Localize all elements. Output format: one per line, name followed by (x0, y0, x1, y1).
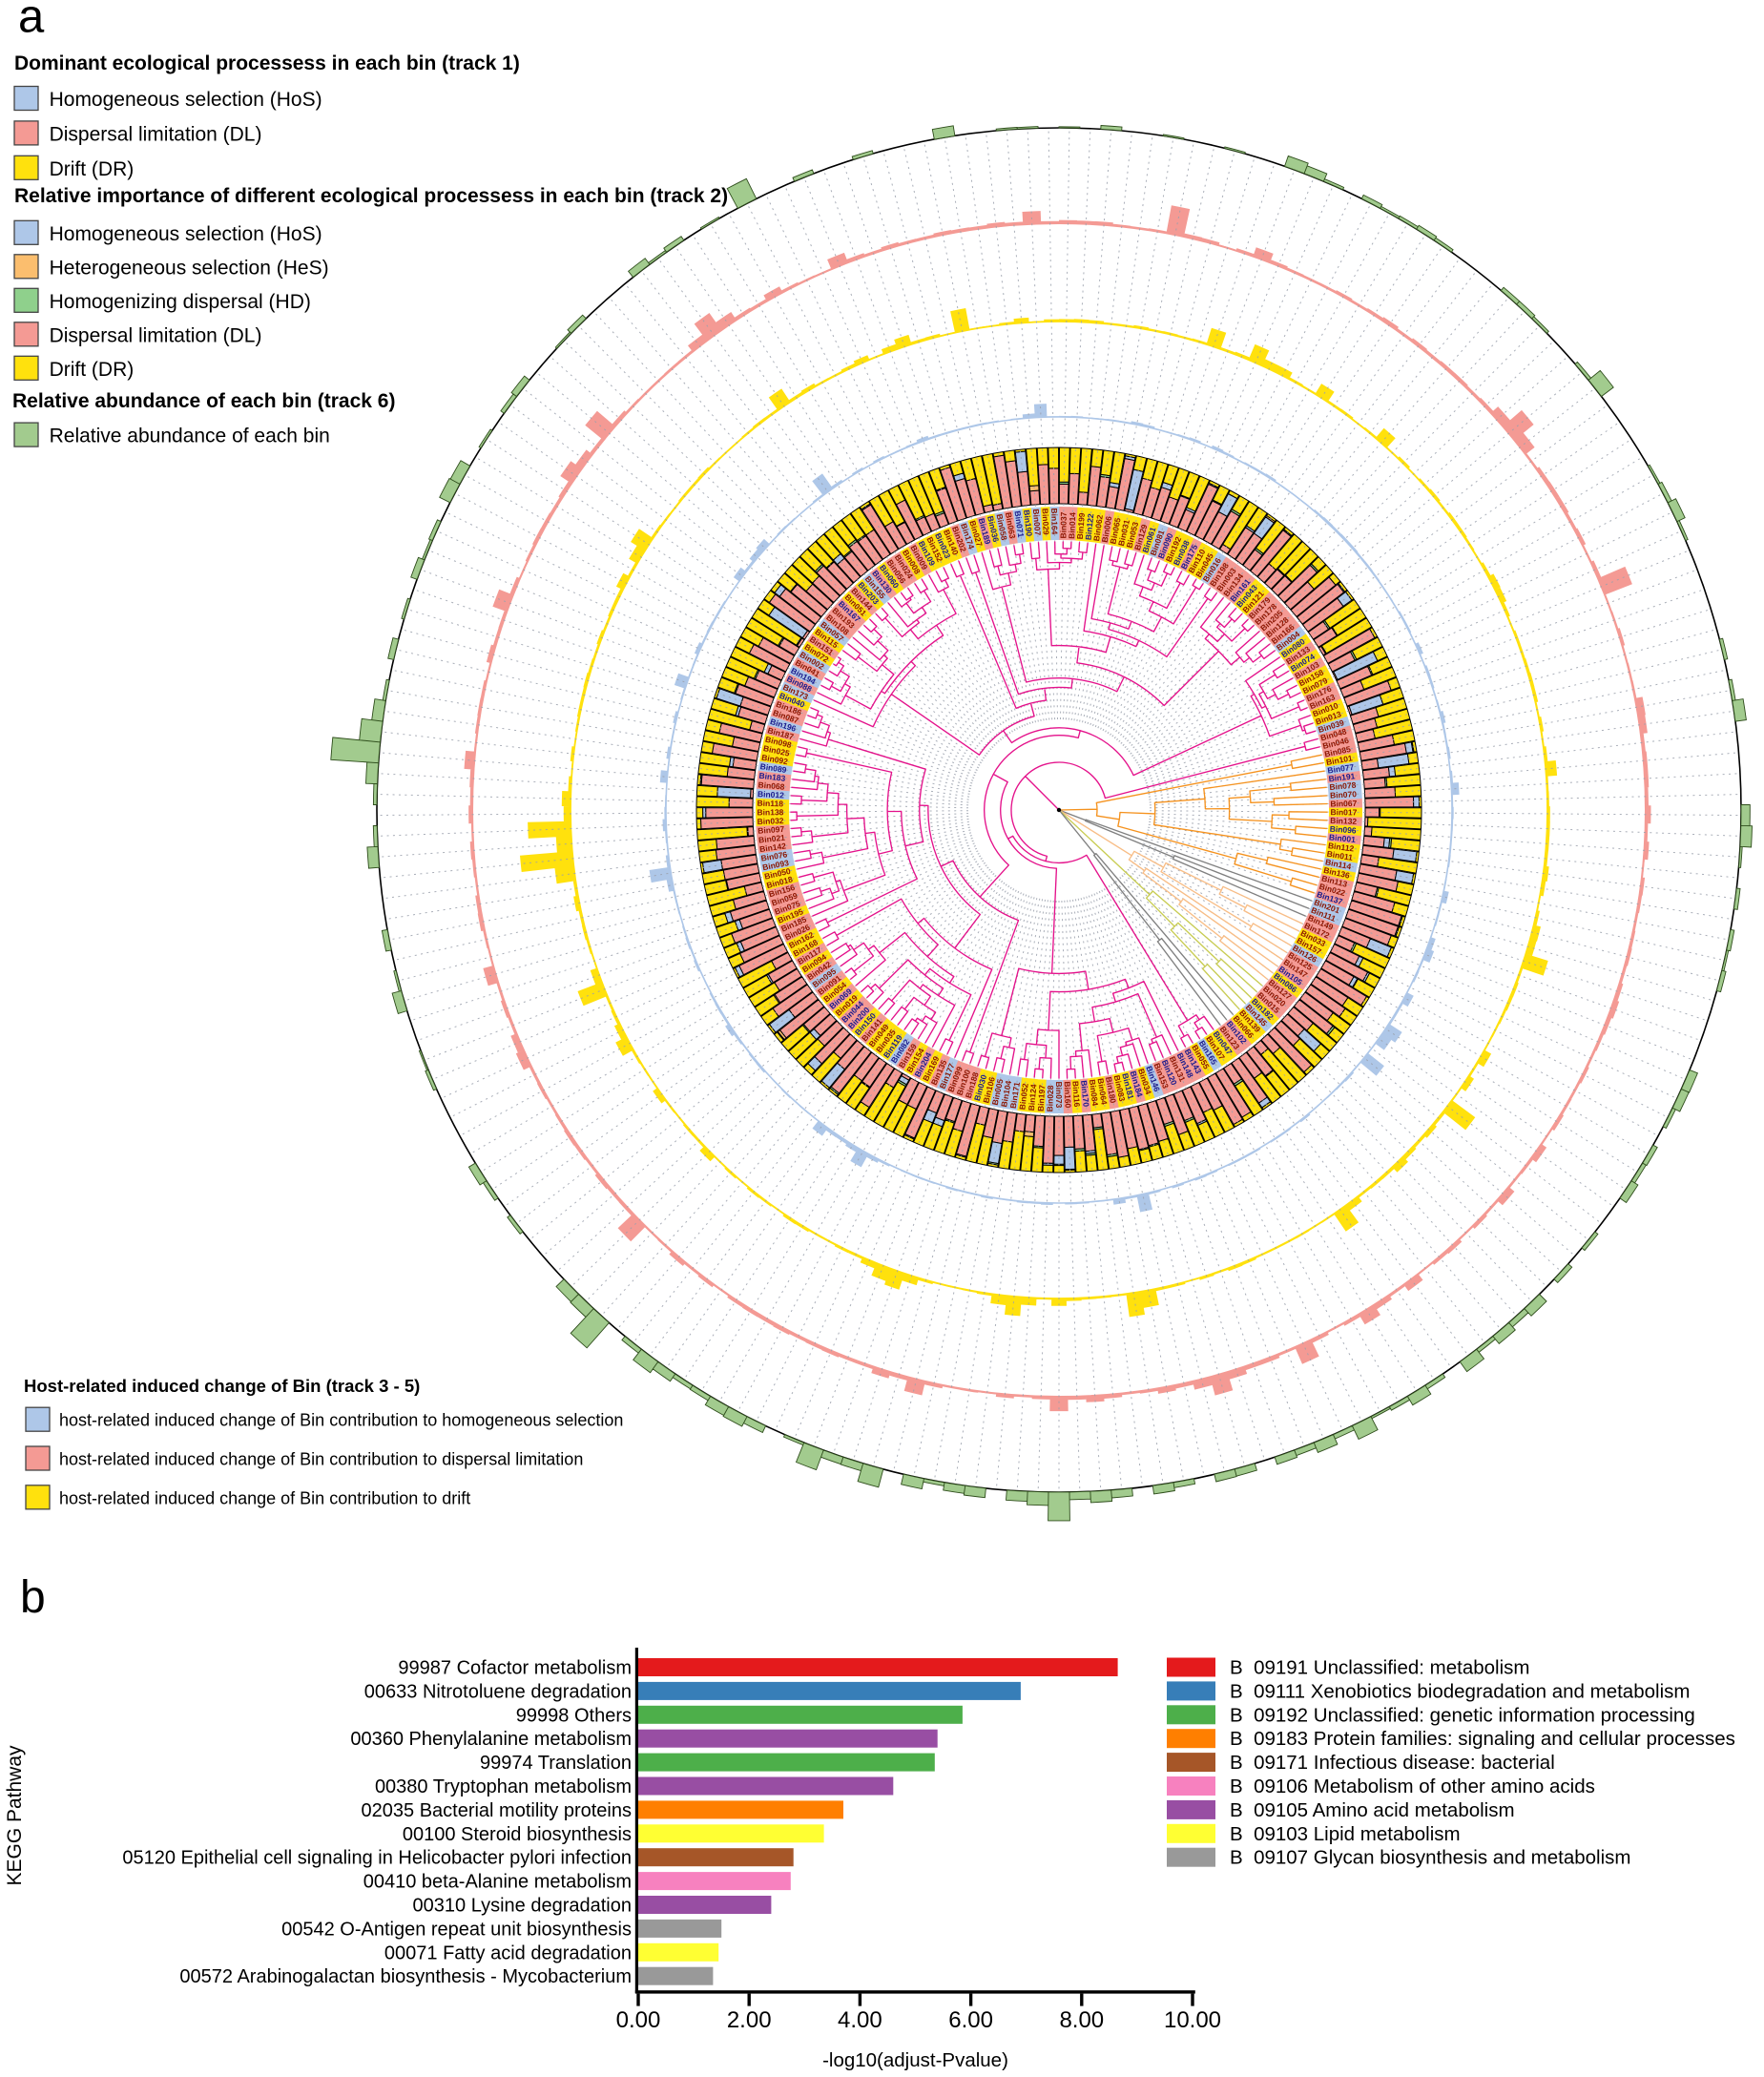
svg-text:Homogenizing dispersal (HD): Homogenizing dispersal (HD) (50, 291, 311, 313)
svg-text:Bin014: Bin014 (1067, 511, 1077, 539)
svg-text:00572 Arabinogalactan biosynth: 00572 Arabinogalactan biosynthesis - Myc… (179, 1966, 632, 1987)
svg-text:Bin037: Bin037 (1058, 511, 1068, 538)
svg-text:00410 beta-Alanine metabolism: 00410 beta-Alanine metabolism (363, 1872, 632, 1893)
svg-text:Bin084: Bin084 (1088, 1079, 1100, 1107)
svg-text:00542 O-Antigen repeat unit bi: 00542 O-Antigen repeat unit biosynthesis (281, 1919, 632, 1940)
svg-text:Bin197: Bin197 (1036, 1085, 1048, 1112)
svg-text:B 09192 Unclassified: genetic: B 09192 Unclassified: genetic informatio… (1230, 1704, 1695, 1726)
svg-text:Bin101: Bin101 (1325, 753, 1353, 767)
svg-text:host-related induced change of: host-related induced change of Bin contr… (59, 1488, 470, 1507)
svg-text:a: a (18, 0, 45, 43)
svg-text:Bin096: Bin096 (1329, 824, 1357, 836)
svg-text:Dominant ecological processess: Dominant ecological processess in each b… (14, 52, 520, 74)
svg-text:Heterogeneous selection (HeS): Heterogeneous selection (HeS) (50, 257, 329, 279)
svg-text:Bin092: Bin092 (761, 753, 789, 767)
svg-text:10.00: 10.00 (1164, 2007, 1221, 2033)
svg-text:host-related induced change of: host-related induced change of Bin contr… (59, 1411, 623, 1430)
svg-text:Drift (DR): Drift (DR) (50, 158, 135, 180)
svg-text:Bin001: Bin001 (1329, 832, 1357, 844)
svg-text:Bin070: Bin070 (1330, 789, 1358, 800)
svg-text:00380 Tryptophan metabolism: 00380 Tryptophan metabolism (375, 1776, 632, 1797)
svg-text:Bin073: Bin073 (1054, 1082, 1064, 1109)
svg-text:00633 Nitrotoluene degradation: 00633 Nitrotoluene degradation (364, 1681, 632, 1702)
svg-text:99974 Translation: 99974 Translation (480, 1753, 632, 1774)
svg-text:Bin142: Bin142 (759, 841, 787, 854)
svg-text:Bin183: Bin183 (758, 771, 786, 783)
svg-text:Dispersal limitation (DL): Dispersal limitation (DL) (50, 324, 262, 346)
svg-text:B 09183 Protein families: sig: B 09183 Protein families: signaling and … (1230, 1728, 1735, 1750)
svg-text:Bin077: Bin077 (1327, 762, 1355, 776)
svg-text:6.00: 6.00 (948, 2007, 993, 2033)
svg-text:Bin012: Bin012 (757, 789, 785, 800)
svg-text:Bin089: Bin089 (759, 761, 787, 775)
svg-text:host-related induced change of: host-related induced change of Bin contr… (59, 1450, 583, 1469)
svg-text:02035 Bacterial motility prote: 02035 Bacterial motility proteins (362, 1800, 632, 1821)
svg-text:Bin190: Bin190 (1022, 509, 1034, 537)
svg-text:00360 Phenylalanine metabolism: 00360 Phenylalanine metabolism (350, 1729, 632, 1750)
svg-text:Bin071: Bin071 (1013, 510, 1027, 538)
svg-text:Bin021: Bin021 (758, 833, 786, 845)
svg-text:Bin118: Bin118 (757, 799, 783, 809)
svg-text:B 09106 Metabolism of other a: B 09106 Metabolism of other amino acids (1230, 1776, 1595, 1797)
svg-text:Homogeneous selection (HoS): Homogeneous selection (HoS) (50, 223, 322, 245)
svg-text:Bin164: Bin164 (1049, 508, 1059, 534)
svg-text:Bin052: Bin052 (1017, 1083, 1029, 1111)
svg-text:00071 Fatty acid degradation: 00071 Fatty acid degradation (384, 1942, 632, 1963)
svg-text:05120 Epithelial cell signalin: 05120 Epithelial cell signaling in Helic… (122, 1848, 632, 1869)
svg-text:99998 Others: 99998 Others (516, 1705, 632, 1726)
svg-text:b: b (20, 1572, 46, 1623)
svg-text:Bin011: Bin011 (1326, 849, 1354, 862)
svg-text:Relative abundance of each bin: Relative abundance of each bin (50, 426, 330, 447)
svg-text:Bin171: Bin171 (1008, 1081, 1022, 1109)
svg-text:Bin160: Bin160 (1063, 1081, 1073, 1108)
svg-text:99987 Cofactor metabolism: 99987 Cofactor metabolism (398, 1658, 632, 1679)
svg-text:Bin076: Bin076 (760, 849, 788, 862)
svg-text:Bin170: Bin170 (1079, 1080, 1091, 1108)
svg-text:KEGG Pathway: KEGG Pathway (4, 1745, 26, 1886)
svg-text:B 09105 Amino acid metabolism: B 09105 Amino acid metabolism (1230, 1799, 1515, 1821)
svg-text:Bin067: Bin067 (1330, 799, 1357, 809)
svg-text:Bin132: Bin132 (1330, 816, 1358, 826)
svg-text:Bin068: Bin068 (757, 779, 785, 791)
svg-text:Bin028: Bin028 (1045, 1085, 1055, 1111)
svg-text:Bin112: Bin112 (1327, 841, 1355, 854)
svg-text:Bin007: Bin007 (1031, 509, 1043, 536)
svg-text:Bin006: Bin006 (1100, 515, 1114, 543)
svg-text:Host-related induced change of: Host-related induced change of Bin (trac… (24, 1376, 420, 1396)
svg-text:Bin124: Bin124 (1027, 1084, 1039, 1111)
svg-text:B 09103 Lipid metabolism: B 09103 Lipid metabolism (1230, 1823, 1461, 1845)
svg-text:00100 Steroid biosynthesis: 00100 Steroid biosynthesis (403, 1824, 632, 1845)
svg-text:Bin017: Bin017 (1330, 807, 1357, 817)
svg-text:Bin116: Bin116 (1070, 1081, 1082, 1108)
svg-text:Dispersal limitation (DL): Dispersal limitation (DL) (50, 123, 262, 145)
svg-text:Bin199: Bin199 (1075, 512, 1087, 540)
svg-text:Bin063: Bin063 (1004, 511, 1018, 539)
svg-text:B 09191 Unclassified: metabol: B 09191 Unclassified: metabolism (1230, 1657, 1530, 1679)
svg-text:B 09107 Glycan biosynthesis a: B 09107 Glycan biosynthesis and metaboli… (1230, 1847, 1630, 1869)
svg-text:Bin064: Bin064 (1095, 1077, 1109, 1105)
svg-text:Relative importance of differe: Relative importance of different ecologi… (14, 185, 728, 207)
svg-text:Drift (DR): Drift (DR) (50, 359, 135, 381)
svg-text:-log10(adjust-Pvalue): -log10(adjust-Pvalue) (822, 2049, 1008, 2071)
svg-text:Bin029: Bin029 (1041, 509, 1051, 536)
svg-text:Bin191: Bin191 (1328, 771, 1356, 783)
svg-text:Bin062: Bin062 (1091, 514, 1105, 542)
svg-text:B 09111 Xenobiotics biodegrad: B 09111 Xenobiotics biodegradation and m… (1230, 1680, 1690, 1702)
svg-text:0.00: 0.00 (616, 2007, 661, 2033)
svg-text:Relative abundance of each bin: Relative abundance of each bin (track 6) (12, 390, 395, 412)
svg-text:Bin122: Bin122 (1084, 513, 1096, 541)
svg-text:8.00: 8.00 (1059, 2007, 1104, 2033)
svg-text:4.00: 4.00 (838, 2007, 882, 2033)
svg-text:Homogeneous selection (HoS): Homogeneous selection (HoS) (50, 89, 322, 111)
svg-text:Bin138: Bin138 (757, 807, 783, 817)
svg-text:B 09171 Infectious disease: b: B 09171 Infectious disease: bacterial (1230, 1752, 1555, 1774)
svg-text:2.00: 2.00 (727, 2007, 772, 2033)
svg-text:Bin032: Bin032 (757, 816, 785, 826)
svg-text:Bin097: Bin097 (757, 824, 785, 836)
svg-text:00310 Lysine degradation: 00310 Lysine degradation (413, 1896, 632, 1917)
svg-text:Bin078: Bin078 (1329, 780, 1357, 792)
